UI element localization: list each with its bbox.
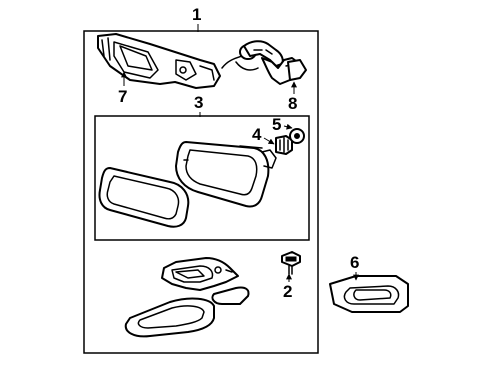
callout-5: 5 [272,115,281,134]
callout-1: 1 [192,5,201,24]
callout-6: 6 [350,253,359,272]
assembly-frame [83,30,319,354]
gasket-part [329,275,409,313]
washer-part [289,128,305,144]
callout-2: 2 [283,282,292,301]
wiring-harness-part [221,40,307,85]
lamp-housing-part [97,33,221,89]
screw-part [281,251,301,275]
leader-5 [283,123,293,130]
bulb-socket-part [275,135,293,155]
leader-4 [263,137,275,145]
lower-lens-part [124,297,215,338]
callout-7: 7 [118,87,127,106]
small-lens-part [211,286,250,305]
headlamp-lens-part [175,141,277,208]
lens-gasket-part [98,167,190,228]
marker-lamp-assembly-part [161,257,239,291]
callout-3: 3 [194,93,203,112]
lens-group-frame [94,115,310,241]
callout-4: 4 [252,125,262,144]
callout-8: 8 [288,94,297,113]
